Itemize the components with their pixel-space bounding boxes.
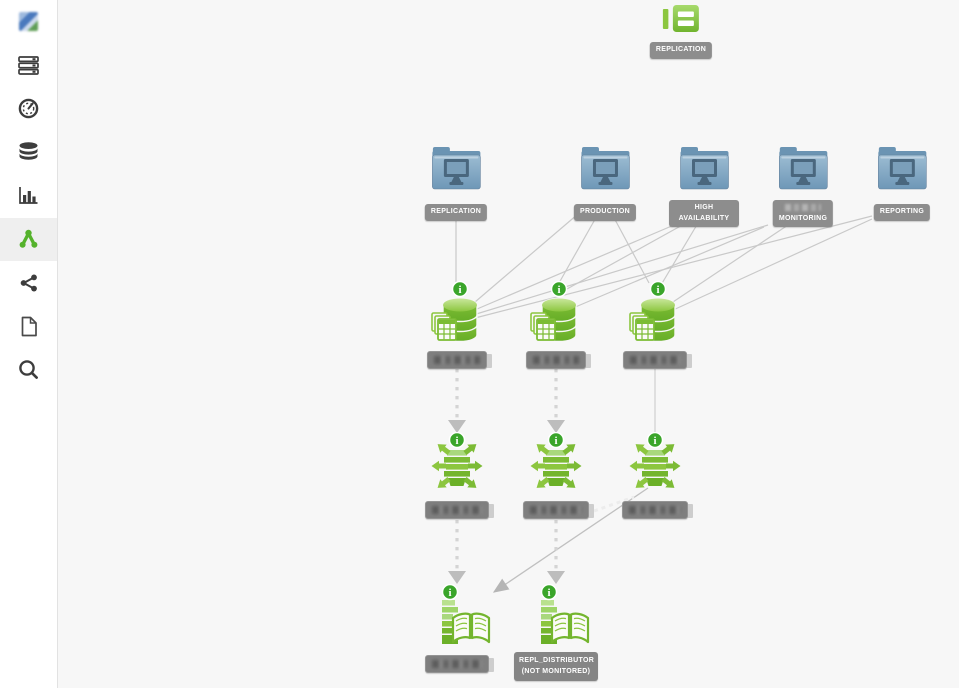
log-reader-icon: i — [441, 583, 491, 644]
svg-text:i: i — [554, 435, 557, 447]
redacted-text — [785, 203, 821, 211]
node-label: REPLICATION — [649, 42, 713, 59]
svg-text:i: i — [458, 284, 461, 296]
database-server-icon: i — [530, 280, 577, 343]
publisher-node-2[interactable]: i — [526, 280, 586, 374]
svg-text:i: i — [557, 284, 560, 296]
publisher-node-1[interactable]: i — [427, 280, 487, 374]
distribution-icon: i — [431, 431, 483, 493]
server-name-redacted — [427, 351, 487, 369]
sidebar-item-reports[interactable] — [0, 174, 57, 218]
folder-icon — [580, 147, 630, 190]
group-label: PRODUCTION — [573, 204, 637, 221]
sidebar-item-performance[interactable] — [0, 87, 57, 131]
search-icon — [19, 360, 38, 380]
database-server-icon: i — [431, 280, 478, 343]
group-label: MONITORING — [772, 200, 834, 227]
svg-text:i: i — [656, 284, 659, 296]
svg-text:i: i — [547, 587, 550, 599]
sidebar-item-search[interactable] — [0, 348, 57, 392]
server-name-redacted — [523, 501, 589, 519]
group-node-reporting[interactable]: REPORTING — [873, 145, 931, 221]
group-label: HIGH AVAILABILITY — [669, 200, 739, 227]
distribution-icon: i — [530, 431, 582, 493]
sidebar-item-topology[interactable] — [0, 217, 57, 261]
document-icon — [21, 316, 37, 337]
subscriber-node-1[interactable]: i — [420, 583, 494, 678]
sidebar-item-databases[interactable] — [0, 131, 57, 175]
sidebar-item-logo[interactable] — [0, 0, 57, 44]
app-logo — [19, 12, 38, 32]
group-node-monitoring[interactable]: MONITORING — [772, 145, 834, 227]
server-name-redacted — [425, 501, 489, 519]
publisher-node-3[interactable]: i — [623, 280, 687, 374]
bar-chart-icon — [19, 187, 38, 205]
folder-icon — [431, 147, 481, 190]
group-label: REPORTING — [873, 204, 931, 221]
server-name-redacted — [623, 351, 687, 369]
log-reader-icon: i — [540, 583, 590, 644]
svg-text:i: i — [455, 435, 458, 447]
sidebar — [0, 0, 57, 699]
group-label: REPLICATION — [424, 204, 488, 221]
distributor-node-3[interactable]: i — [622, 431, 688, 524]
distribution-icon: i — [629, 431, 681, 493]
database-icon — [19, 142, 38, 161]
server-name-redacted — [622, 501, 688, 519]
sidebar-item-documents[interactable] — [0, 305, 57, 349]
folder-icon — [778, 147, 828, 190]
sidebar-item-servers[interactable] — [0, 44, 57, 88]
distributor-node-1[interactable]: i — [425, 431, 489, 524]
distributor-node-2[interactable]: i — [523, 431, 589, 524]
folder-icon — [877, 147, 927, 190]
svg-text:i: i — [653, 435, 656, 447]
group-node-production[interactable]: PRODUCTION — [573, 145, 637, 221]
topology-canvas[interactable] — [57, 0, 959, 688]
database-server-icon: i — [629, 280, 676, 343]
gauge-icon — [18, 98, 39, 119]
sidebar-item-share[interactable] — [0, 261, 57, 305]
subscriber-label: REPL_DISTRIBUTOR (NOT MONITORED) — [514, 652, 598, 681]
topology-icon — [19, 230, 38, 249]
group-node-replication[interactable]: REPLICATION — [424, 145, 488, 221]
svg-text:i: i — [448, 587, 451, 599]
group-node-high-availability[interactable]: HIGH AVAILABILITY — [669, 145, 739, 227]
publication-icon — [662, 5, 699, 32]
subscriber-node-repl-distributor[interactable]: i REPL_DISTRIBUTOR (NOT MONITORED) — [514, 583, 598, 681]
server-name-redacted — [425, 655, 489, 673]
canvas-bottom-strip — [57, 688, 959, 699]
share-icon — [20, 274, 37, 292]
server-rack-icon — [18, 55, 39, 75]
node-publication-root[interactable]: REPLICATION — [649, 2, 713, 59]
server-name-redacted — [526, 351, 586, 369]
folder-icon — [679, 147, 729, 190]
